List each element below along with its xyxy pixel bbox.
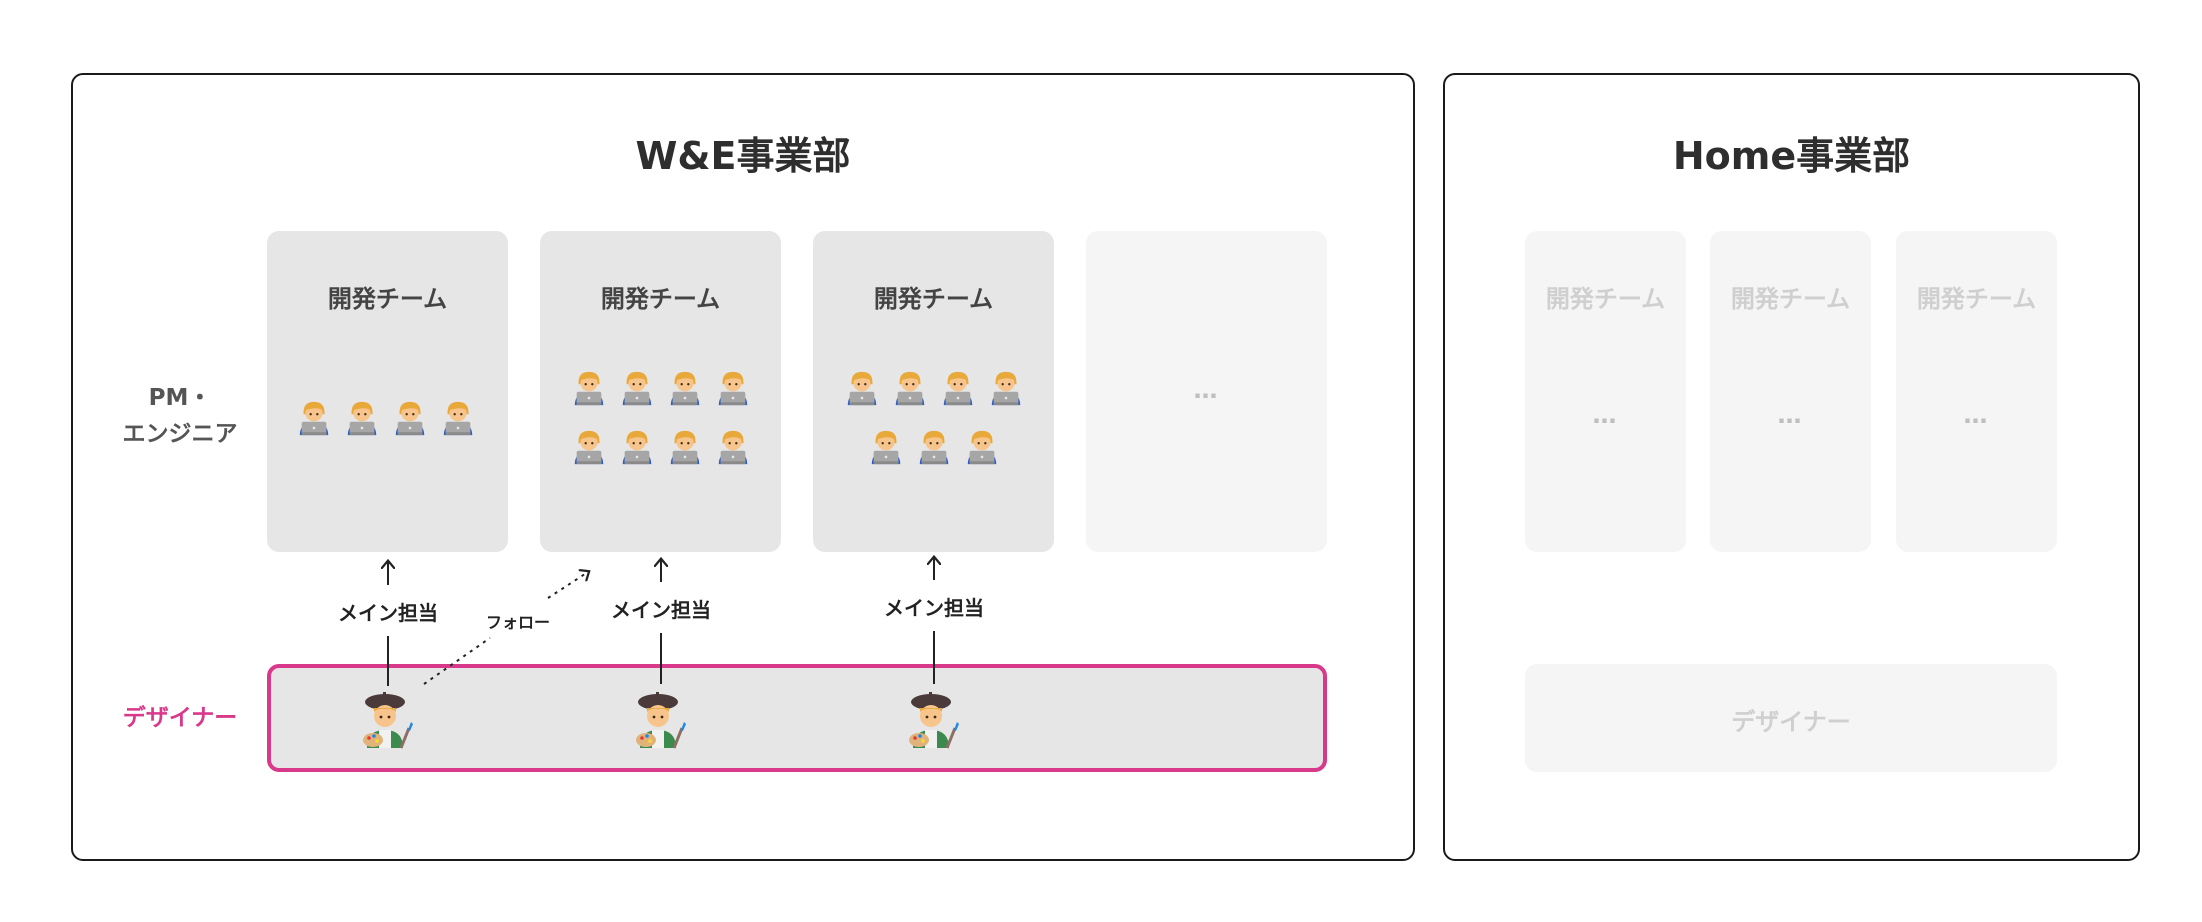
team-card-title: 開発チーム xyxy=(600,285,721,313)
main-label-3: メイン担当 xyxy=(884,596,984,620)
designer-row-label: デザイナー xyxy=(122,705,238,731)
follow-line-lower xyxy=(423,637,491,685)
home-team-placeholder: … xyxy=(1777,401,1804,429)
main-label-1: メイン担当 xyxy=(338,601,438,625)
home-team-placeholder: … xyxy=(1592,401,1619,429)
team-card-title: 開発チーム xyxy=(873,285,994,313)
designer-strip xyxy=(267,664,1327,772)
home-department-title: Home事業部 xyxy=(1672,134,1911,178)
we-department-title: W&E事業部 xyxy=(635,134,851,178)
home-team-title: 開発チーム xyxy=(1545,285,1666,313)
follow-label: フォロー xyxy=(486,613,551,632)
more-placeholder: … xyxy=(1193,376,1220,404)
team-card-1: 開発チーム xyxy=(267,231,508,552)
pm-label-line2: エンジニア xyxy=(122,421,238,447)
home-team-title: 開発チーム xyxy=(1916,285,2037,313)
home-team-placeholder: … xyxy=(1963,401,1990,429)
home-team-card-1: 開発チーム … xyxy=(1525,231,1686,552)
pm-label-line1: PM・ xyxy=(148,385,212,411)
pm-engineer-row-label: PM・ エンジニア xyxy=(100,380,260,452)
team-card-title: 開発チーム xyxy=(327,285,448,313)
home-designer-strip: デザイナー xyxy=(1525,664,2057,772)
home-designer-label: デザイナー xyxy=(1731,708,1851,736)
team-card-more: … xyxy=(1086,231,1327,552)
follow-line-upper xyxy=(547,572,588,599)
home-team-card-3: 開発チーム … xyxy=(1896,231,2057,552)
home-team-card-2: 開発チーム … xyxy=(1710,231,1871,552)
team-card-3: 開発チーム xyxy=(813,231,1054,552)
home-team-title: 開発チーム xyxy=(1730,285,1851,313)
team-card-2: 開発チーム xyxy=(540,231,781,552)
main-label-2: メイン担当 xyxy=(611,598,711,622)
